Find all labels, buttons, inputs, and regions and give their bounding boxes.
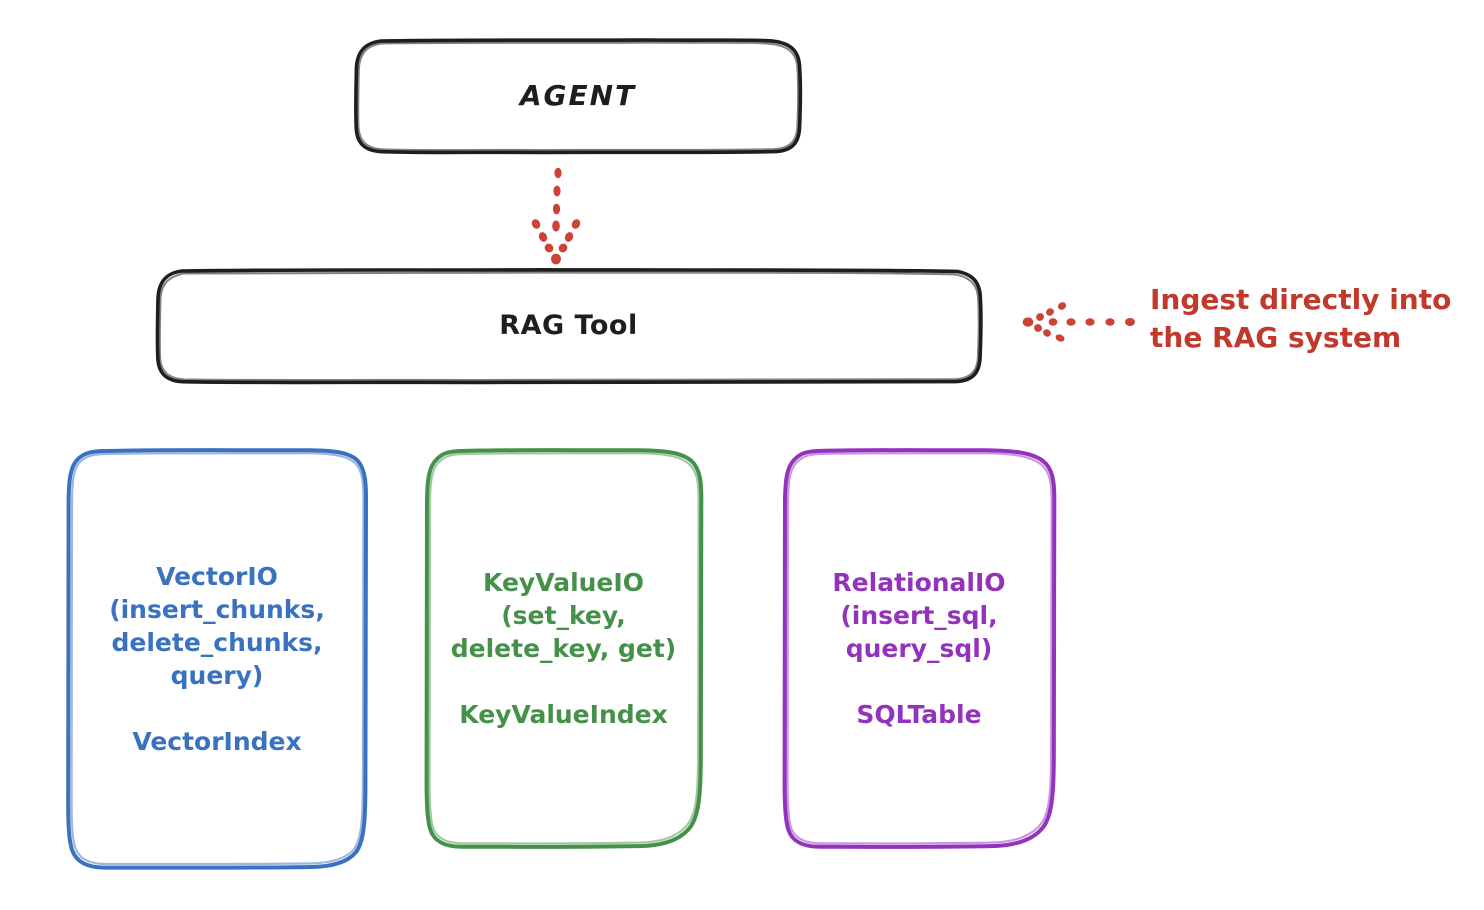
agent-to-rag-arrow bbox=[531, 167, 581, 265]
vector-store-box-shape[interactable] bbox=[66, 448, 369, 870]
keyvalue-store-box-shape[interactable] bbox=[424, 448, 704, 849]
ingest-arrow bbox=[1022, 302, 1135, 342]
rag-tool-box-shape[interactable] bbox=[155, 268, 983, 385]
relational-store-box-shape[interactable] bbox=[782, 448, 1057, 849]
agent-box-shape[interactable] bbox=[354, 38, 803, 155]
